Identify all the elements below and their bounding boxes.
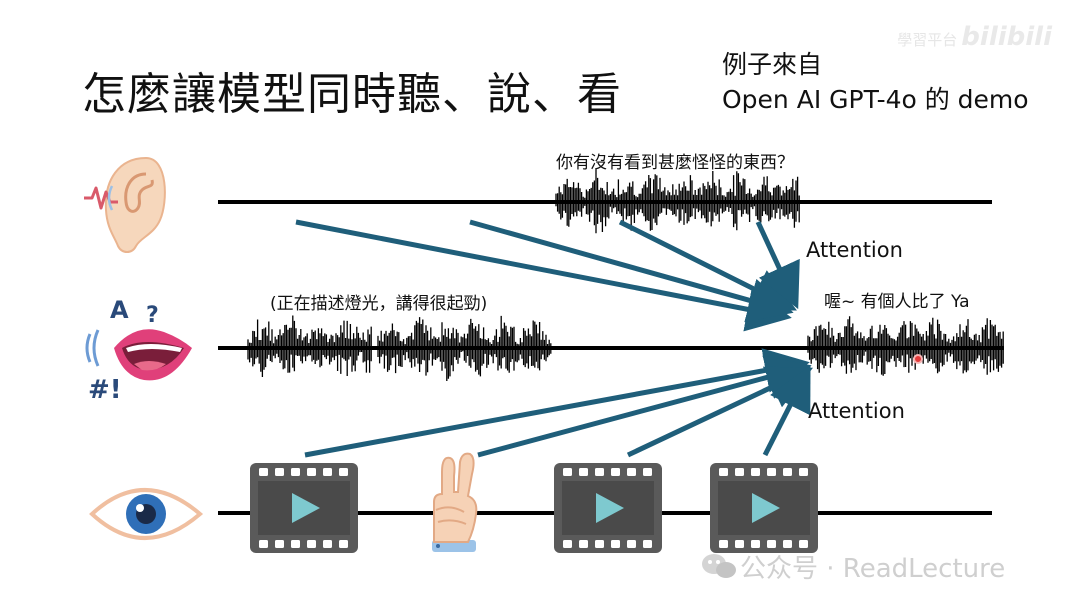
cursor-dot <box>913 354 923 364</box>
caption-model-describing: (正在描述燈光，講得很起勁) <box>270 294 488 314</box>
waveform-user-question <box>555 169 800 234</box>
footer-channel: 公众号 · ReadLecture <box>700 548 1005 585</box>
peace-sign-hand-icon <box>432 452 478 552</box>
arrow-1 <box>295 219 792 332</box>
waveform-model-speech-2 <box>377 315 552 381</box>
ear-icon <box>84 156 166 253</box>
waveform-path <box>377 315 552 381</box>
arrow-4 <box>755 220 800 310</box>
svg-text:A: A <box>110 296 129 324</box>
arrow-6 <box>477 355 812 458</box>
attention-label-bottom: Attention <box>808 399 905 423</box>
source-line-1: 例子來自 <box>722 50 823 79</box>
video-clip-icon <box>250 463 358 553</box>
watermark-brand: bilibili <box>961 22 1052 52</box>
attention-arrows-top <box>295 219 800 332</box>
attention-arrows-bottom <box>304 348 814 458</box>
source-line-2: Open AI GPT-4o 的 demo <box>722 85 1029 114</box>
waveform-path <box>807 316 1004 376</box>
talking-mouth-icon: A ? #! <box>85 296 192 405</box>
caption-model-reply: 喔~ 有個人比了 Ya <box>824 292 970 312</box>
waveform-path <box>247 315 372 377</box>
video-clip-icon <box>554 463 662 553</box>
svg-text:#!: #! <box>88 375 122 405</box>
caption-user-question: 你有沒有看到甚麼怪怪的東西？ <box>556 153 794 173</box>
footer-channel-text: 公众号 · ReadLecture <box>740 554 1006 584</box>
waveform-model-reply <box>807 316 1004 376</box>
slide-title: 怎麼讓模型同時聽、說、看 <box>82 69 622 120</box>
video-clip-icon <box>710 463 818 553</box>
eye-icon <box>89 488 204 540</box>
arrow-5 <box>304 348 810 458</box>
arrow-8 <box>762 365 811 457</box>
svg-text:?: ? <box>146 303 159 328</box>
attention-label-top: Attention <box>806 238 903 262</box>
arrow-2 <box>469 219 794 323</box>
waveform-model-speech-1 <box>247 315 372 377</box>
waveform-path <box>555 169 800 234</box>
watermark-text: 學習平台 <box>897 31 958 49</box>
arrow-7 <box>626 366 814 458</box>
wechat-icon <box>702 554 736 578</box>
